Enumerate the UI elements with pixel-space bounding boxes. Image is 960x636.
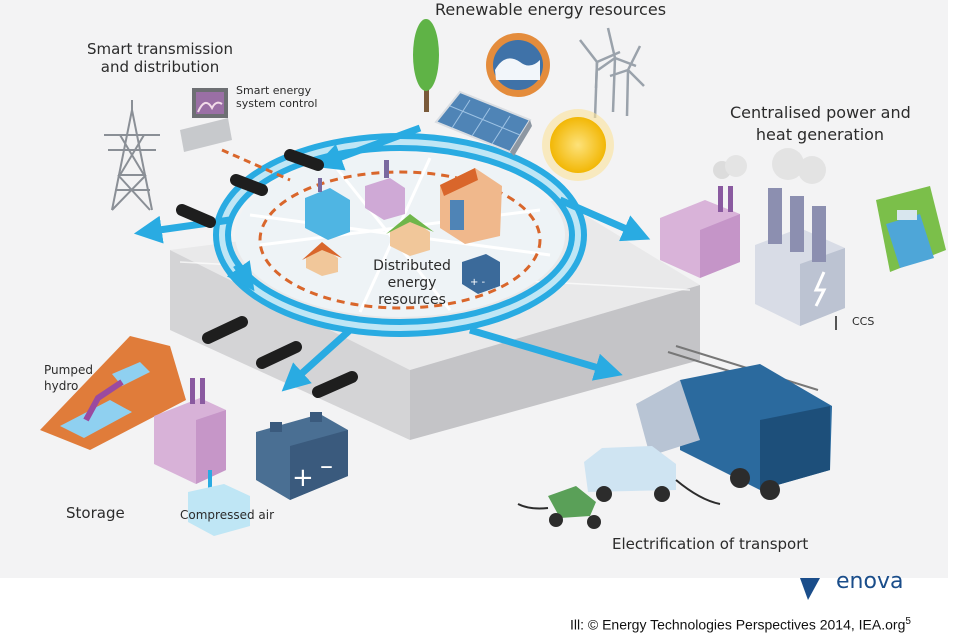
scooter-icon xyxy=(517,486,601,529)
page-number: 5 xyxy=(905,616,911,627)
smart-control-label: Smart energy system control xyxy=(236,84,317,110)
battery-icon: + – xyxy=(256,412,348,500)
svg-text:–: – xyxy=(320,451,333,481)
pumped-hydro-icon xyxy=(40,336,186,450)
centralised-label-line2: heat generation xyxy=(755,125,885,144)
cables xyxy=(176,149,358,398)
control-link xyxy=(221,148,291,182)
credit-text: Ill: © Energy Technologies Perspectives … xyxy=(570,616,906,633)
solar-panel-icon xyxy=(434,90,532,156)
smart-td-label-line1: Smart transmission xyxy=(87,40,233,58)
power-plant-icon xyxy=(660,148,845,330)
house-icon xyxy=(302,160,502,276)
distributed-label-line3: resources xyxy=(378,292,446,308)
flow-arrows xyxy=(133,124,651,392)
svg-text:+ -: + - xyxy=(470,277,486,288)
battery-icon: + - xyxy=(462,254,500,294)
distributed-label-line1: Distributed xyxy=(373,258,451,274)
smart-control-label-line2: system control xyxy=(236,97,318,110)
centralised-label: Centralised power and heat generation xyxy=(730,102,911,146)
car-icon xyxy=(584,446,721,505)
svg-text:enova: enova xyxy=(836,569,903,594)
dam-icon xyxy=(876,186,946,272)
storage-label: Storage xyxy=(66,504,125,522)
pumped-hydro-label: Pumped hydro xyxy=(44,362,93,394)
sun-icon xyxy=(542,109,614,181)
control-monitor-icon xyxy=(180,88,232,152)
ccs-label: CCS xyxy=(852,315,875,328)
tree-icon xyxy=(413,19,439,112)
pumped-hydro-label-line1: Pumped xyxy=(44,363,93,377)
pylon-icon xyxy=(104,100,160,211)
smart-control-label-line1: Smart energy xyxy=(236,84,312,97)
pumped-hydro-label-line2: hydro xyxy=(44,379,79,393)
smart-td-label: Smart transmission and distribution xyxy=(86,40,234,76)
svg-text:+: + xyxy=(292,463,314,493)
image-credit: Ill: © Energy Technologies Perspectives … xyxy=(570,616,911,633)
wind-turbine-icon xyxy=(579,27,645,119)
distributed-label-line2: energy xyxy=(387,275,437,291)
renewable-label: Renewable energy resources xyxy=(435,0,667,19)
wave-icon xyxy=(486,33,550,97)
distributed-label: Distributed energy resources xyxy=(360,258,464,309)
smart-td-label-line2: and distribution xyxy=(100,58,220,76)
centralised-label-line1: Centralised power and xyxy=(730,103,911,122)
storage-building-icon xyxy=(154,378,250,536)
electrification-label: Electrification of transport xyxy=(612,535,809,553)
enova-logo: enova xyxy=(800,569,903,600)
compressed-air-label: Compressed air xyxy=(180,508,275,522)
